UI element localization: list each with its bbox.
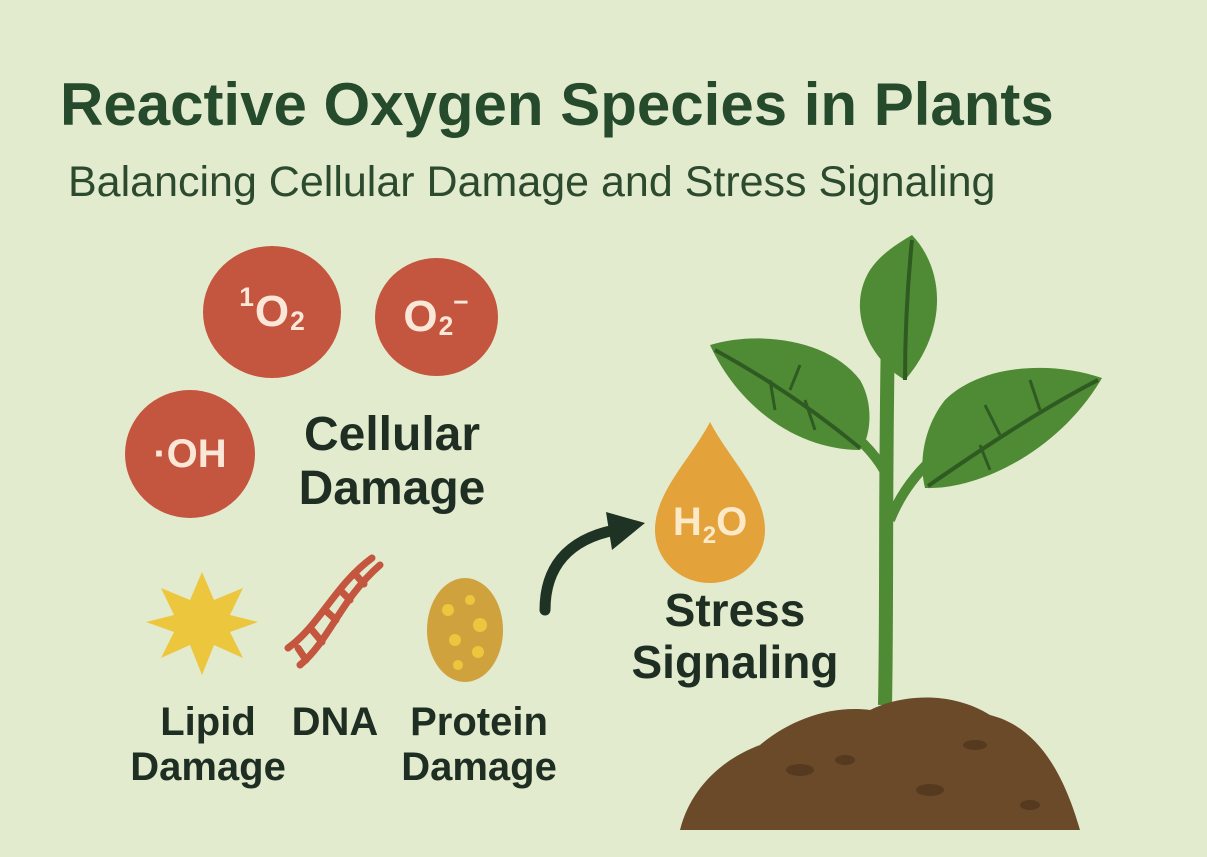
dna-helix-icon [284,554,384,669]
page-subtitle: Balancing Cellular Damage and Stress Sig… [68,158,996,206]
h2o-base: H [672,500,702,544]
superoxide-base: O [403,292,438,341]
stress-signaling-line2: Signaling [631,635,839,688]
lipid-label-line2: Damage [130,744,286,789]
plant-seedling-icon [710,235,1102,706]
cellular-damage-line1: Cellular [303,408,481,461]
protein-blob-icon [427,578,503,682]
cellular-damage-label: Cellular Damage [272,408,512,516]
page-title: Reactive Oxygen Species in Plants [60,71,1054,138]
top-leaf-icon [859,235,938,380]
protein-label-line2: Damage [401,744,557,789]
h2o-formula: H2O [650,500,770,549]
dna-label-line1: DNA [291,700,379,744]
h2o-tail: O [716,500,748,544]
singlet-oxygen-base: O [254,287,290,336]
hydroxyl-text: ·OH [153,431,227,476]
soil-mound-icon [680,697,1080,830]
lipid-label-line1: Lipid [160,700,256,744]
hydroxyl-radical-circle: ·OH [125,390,255,518]
starburst-icon [146,572,258,675]
singlet-oxygen-sup: 1 [239,281,254,312]
superoxide-charge: − [453,286,469,317]
superoxide-sub: 2 [438,310,454,341]
dna-damage-label: DNA [280,700,390,745]
h2o-droplet-icon [655,422,765,583]
h2o-sub: 2 [702,522,717,550]
curved-arrow-icon [539,512,645,616]
stress-signaling-label: Stress Signaling [610,584,860,688]
cellular-damage-line2: Damage [298,461,486,515]
stress-signaling-line1: Stress [664,584,806,636]
singlet-oxygen-sub: 2 [290,305,305,336]
lipid-damage-label: Lipid Damage [118,700,298,790]
protein-label-line1: Protein [410,700,548,744]
protein-damage-label: Protein Damage [384,700,574,790]
